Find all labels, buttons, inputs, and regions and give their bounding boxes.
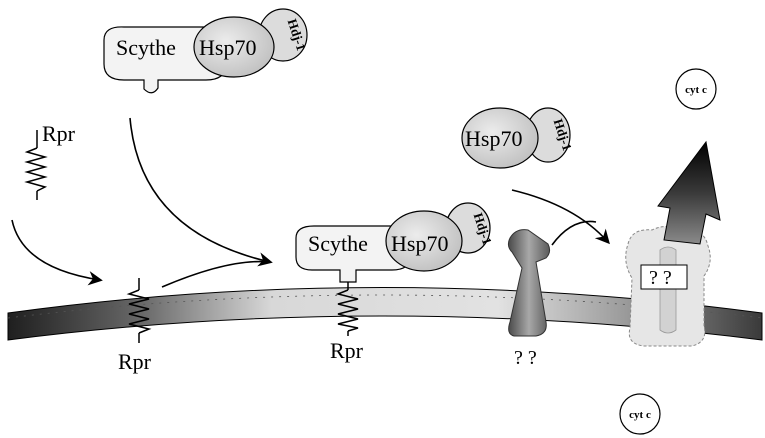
rpr-free-label: Rpr	[42, 121, 76, 146]
cytc-bottom-label: cyt c	[629, 409, 651, 421]
rpr-membrane-left: Rpr	[118, 278, 152, 374]
cytc-released: cyt c	[675, 68, 717, 110]
rpr-membrane-mid-label: Rpr	[330, 338, 364, 363]
unknown-channel-protein: ? ?	[507, 229, 551, 369]
arrow-rpr-to-bound	[161, 260, 271, 288]
cytc-bottom: cyt c	[619, 393, 661, 435]
hsp70-domain	[193, 16, 275, 78]
cytc-top-label: cyt c	[685, 84, 707, 96]
membrane	[7, 287, 763, 341]
arrows	[11, 117, 610, 288]
pore-unknown-box	[640, 264, 688, 290]
scythe-label: Scythe	[116, 35, 176, 60]
arrow-channel-to-hsp70	[551, 220, 597, 246]
rpr-free: Rpr	[24, 121, 76, 200]
pore-unknown-label: ? ?	[649, 267, 672, 289]
hsp70-domain-free	[461, 107, 539, 169]
hsp70-hdj-free: Hsp70 Hdj-1	[461, 107, 575, 169]
pore-complex: ? ?	[625, 226, 711, 347]
thick-up-arrow-icon	[657, 140, 721, 245]
scythe-hsp70-hdj-complex-bound: Scythe Hsp70 Hdj-1 Rpr	[295, 202, 495, 363]
channel-unknown-label: ? ?	[514, 347, 537, 369]
arrow-rpr-to-membrane	[11, 219, 103, 286]
arrow-hsp70-to-pore	[511, 189, 610, 245]
rpr-membrane-left-label: Rpr	[118, 349, 152, 374]
scythe-bound-label: Scythe	[308, 231, 368, 256]
hsp70-domain-bound	[385, 210, 463, 272]
hsp70-free-label: Hsp70	[465, 126, 522, 151]
hsp70-bound-label: Hsp70	[391, 231, 448, 256]
hsp70-label: Hsp70	[199, 35, 256, 60]
arrow-scythe-to-bound	[129, 117, 273, 267]
scythe-hsp70-hdj-complex-top: Scythe Hsp70 Hdj-1	[103, 8, 309, 94]
